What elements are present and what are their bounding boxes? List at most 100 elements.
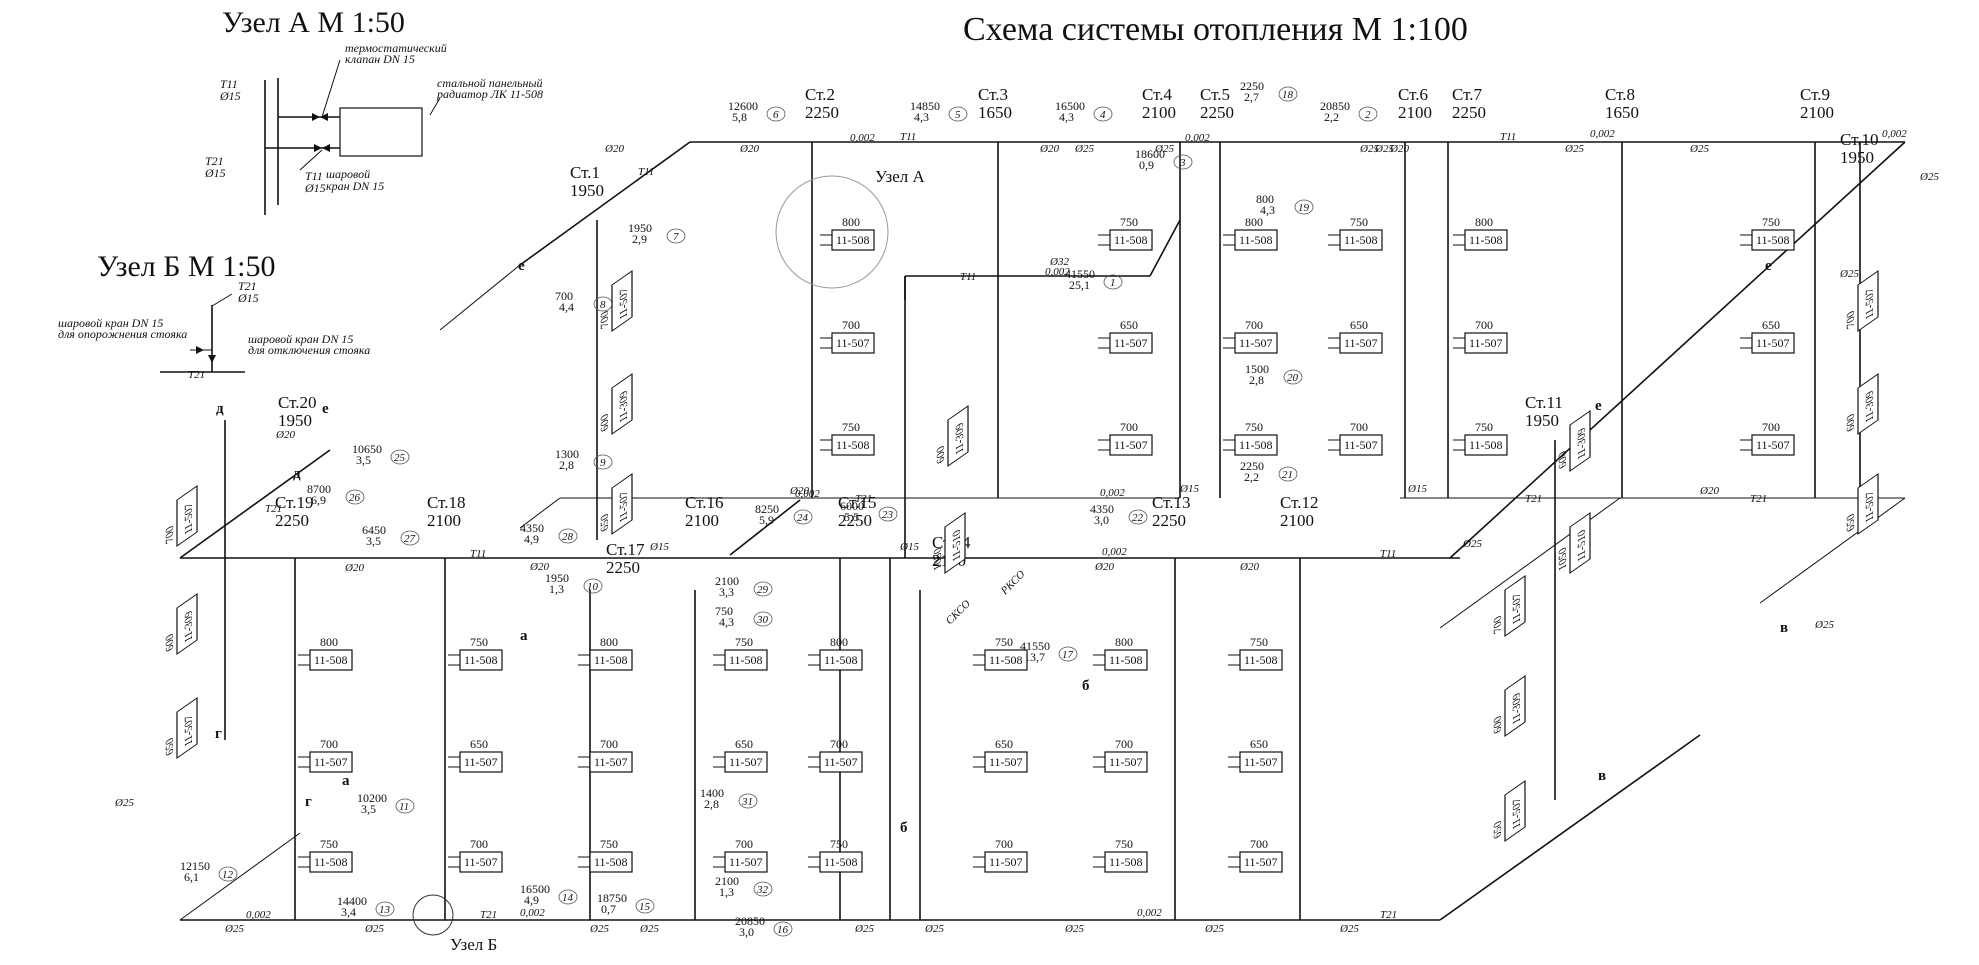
radiator-model: 11-507 bbox=[1756, 438, 1790, 452]
radiator-power: 700 bbox=[163, 522, 176, 547]
section-number: 27 bbox=[404, 533, 416, 545]
radiator-model: 11-507 bbox=[989, 855, 1023, 869]
radiator-model: 11-508 bbox=[1109, 653, 1143, 667]
section-load: 8250 bbox=[755, 502, 779, 516]
radiator-model: 11-507 bbox=[594, 755, 628, 769]
radiator-model: 11-507 bbox=[314, 755, 348, 769]
radiator-model: 11-508 bbox=[594, 855, 628, 869]
section-load: 1400 bbox=[700, 786, 724, 800]
pipe-t11-label: Т11 bbox=[1500, 131, 1516, 143]
pipe-d15-label: Ø15 bbox=[649, 541, 669, 553]
pipe-d25-label: Ø25 bbox=[1839, 268, 1859, 280]
radiator-model: 11-309 bbox=[953, 419, 966, 458]
pipe-d20-label: Ø20 bbox=[1389, 143, 1409, 155]
radiator bbox=[1339, 229, 1383, 251]
section-load: 10650 bbox=[352, 442, 382, 456]
pipe-t11-label: Т11 bbox=[960, 271, 976, 283]
pipe-d25-label: Ø25 bbox=[114, 797, 134, 809]
radiator-power: 600 bbox=[1556, 447, 1569, 472]
radiator-power: 700 bbox=[1844, 307, 1857, 332]
section-load: 2100 bbox=[715, 874, 739, 888]
pipe-d15-label: Ø15 bbox=[1407, 483, 1427, 495]
radiator bbox=[819, 751, 863, 773]
radiator bbox=[459, 751, 503, 773]
pipe-t21-label: Т21 bbox=[1525, 493, 1542, 505]
radiator-model: 11-507 bbox=[1510, 589, 1523, 629]
pipe-slope-label: 0,002 bbox=[795, 488, 820, 500]
section-load: 2100 bbox=[715, 574, 739, 588]
section-length: 1,3 bbox=[719, 885, 734, 899]
section-load: 6450 bbox=[362, 523, 386, 537]
radiator bbox=[1339, 434, 1383, 456]
radiator bbox=[459, 851, 503, 873]
radiator-model: 11-507 bbox=[729, 855, 763, 869]
radiator-model: 11-508 bbox=[464, 653, 498, 667]
section-length: 5,8 bbox=[732, 110, 747, 124]
section-number-ring bbox=[218, 866, 238, 882]
section-length: 2,7 bbox=[1244, 90, 1259, 104]
riser-load: 2100 bbox=[1398, 103, 1432, 122]
radiator bbox=[1239, 751, 1283, 773]
section-number: 26 bbox=[349, 492, 361, 504]
pipe-d20-label: Ø20 bbox=[344, 562, 364, 574]
section-length: 0,9 bbox=[1139, 158, 1154, 172]
drawing-title: Схема системы отопления М 1:100 bbox=[963, 11, 1468, 48]
section-load: 16500 bbox=[1055, 99, 1085, 113]
radiator-model: 11-507 bbox=[1510, 794, 1523, 834]
radiator-power: 700 bbox=[600, 737, 618, 751]
radiator-power: 800 bbox=[1245, 215, 1263, 229]
break-letter: е bbox=[1595, 398, 1602, 414]
radiator-power: 750 bbox=[735, 635, 753, 649]
pipe-d32-label: Ø32 bbox=[1049, 256, 1069, 268]
section-number: 30 bbox=[756, 614, 769, 626]
pipe-t21-label: Т21 bbox=[855, 493, 872, 505]
section-load: 6000 bbox=[840, 499, 864, 513]
radiator-model: 11-507 bbox=[182, 499, 195, 539]
radiator-model: 11-508 bbox=[314, 855, 348, 869]
section-length: 6,1 bbox=[184, 870, 199, 884]
section-load: 18600 bbox=[1135, 147, 1165, 161]
radiator bbox=[1104, 851, 1148, 873]
radiator-body bbox=[1857, 372, 1879, 436]
section-load: 2250 bbox=[1240, 79, 1264, 93]
section-number-ring bbox=[635, 898, 655, 914]
section-number-ring bbox=[753, 881, 773, 897]
section-number-ring bbox=[558, 528, 578, 544]
section-number: 19 bbox=[1298, 202, 1310, 214]
section-number: 14 bbox=[562, 892, 574, 904]
section-number-ring bbox=[753, 611, 773, 627]
radiator-model: 11-508 bbox=[1344, 233, 1378, 247]
section-number: 16 bbox=[777, 924, 789, 936]
pipe-d20-label: Ø20 bbox=[789, 485, 809, 497]
upper-risers bbox=[596, 142, 1816, 540]
radiator-power: 700 bbox=[1250, 837, 1268, 851]
radiator-body bbox=[176, 484, 198, 548]
riser-name: Ст.5 bbox=[1200, 85, 1230, 104]
radiator-power: 700 bbox=[320, 737, 338, 751]
riser-name: Ст.1 bbox=[570, 163, 600, 182]
pipe-t21-label: Т21 bbox=[1380, 909, 1397, 921]
radiator-body bbox=[1857, 472, 1879, 536]
riser-load: 1950 bbox=[1840, 148, 1874, 167]
pipe-d20-label: Ø20 bbox=[1039, 143, 1059, 155]
pipe-d25-label: Ø25 bbox=[1339, 923, 1359, 935]
radiator-model: 11-508 bbox=[314, 653, 348, 667]
pipe-d15-label: Ø15 bbox=[899, 541, 919, 553]
section-length: 4,9 bbox=[524, 893, 539, 907]
radiator-model: 11-309 bbox=[617, 387, 630, 426]
radiator-model: 11-507 bbox=[182, 711, 195, 751]
riser-name: Ст.6 bbox=[1398, 85, 1428, 104]
radiator-power: 700 bbox=[842, 318, 860, 332]
section-number-ring bbox=[773, 921, 793, 937]
radiator-power: 700 bbox=[470, 837, 488, 851]
radiator-model: 11-309 bbox=[1575, 424, 1588, 463]
radiator-model: 11-508 bbox=[1114, 233, 1148, 247]
section-length: 2,2 bbox=[1244, 470, 1259, 484]
tilted-radiator: 11-309 600 bbox=[1556, 409, 1591, 473]
radiator bbox=[1234, 332, 1278, 354]
section-length: 2,9 bbox=[632, 232, 647, 246]
